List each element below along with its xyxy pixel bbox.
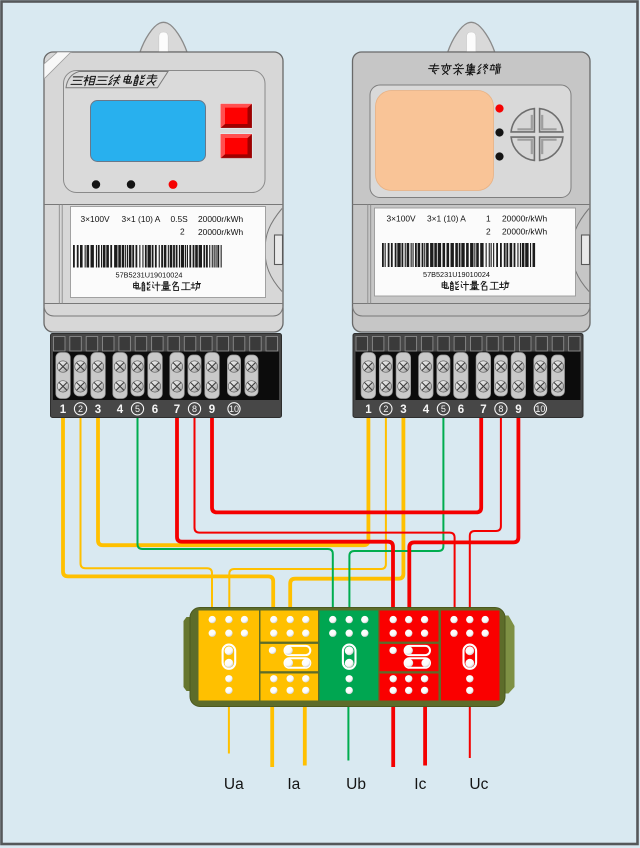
- svg-text:7: 7: [174, 404, 180, 416]
- svg-text:20000r/kWh: 20000r/kWh: [502, 227, 547, 237]
- svg-text:57B5231U19010024: 57B5231U19010024: [423, 270, 490, 279]
- svg-text:5: 5: [441, 404, 446, 414]
- svg-text:Uc: Uc: [469, 776, 488, 793]
- svg-text:1: 1: [60, 404, 67, 416]
- svg-text:3×100V: 3×100V: [81, 214, 111, 224]
- svg-text:10: 10: [535, 404, 545, 414]
- svg-text:8: 8: [498, 404, 503, 414]
- svg-text:10: 10: [229, 404, 239, 414]
- svg-text:Ua: Ua: [224, 776, 244, 793]
- svg-text:7: 7: [480, 404, 486, 416]
- svg-text:Ic: Ic: [414, 776, 426, 793]
- svg-text:20000r/kWh: 20000r/kWh: [198, 227, 243, 237]
- svg-text:0.5S: 0.5S: [171, 214, 189, 224]
- svg-text:6: 6: [152, 404, 158, 416]
- svg-text:3×100V: 3×100V: [387, 214, 417, 224]
- svg-text:3: 3: [95, 404, 101, 416]
- svg-text:57B5231U19010024: 57B5231U19010024: [116, 271, 183, 280]
- svg-text:6: 6: [458, 404, 464, 416]
- svg-text:20000r/kWh: 20000r/kWh: [502, 214, 547, 224]
- svg-text:20000r/kWh: 20000r/kWh: [198, 214, 243, 224]
- svg-text:3: 3: [400, 404, 406, 416]
- svg-text:4: 4: [423, 404, 430, 416]
- svg-text:2: 2: [78, 404, 83, 414]
- svg-text:2: 2: [383, 404, 388, 414]
- svg-text:1: 1: [486, 214, 491, 224]
- svg-text:9: 9: [209, 404, 215, 416]
- svg-text:Ub: Ub: [346, 776, 366, 793]
- svg-text:3×1 (10) A: 3×1 (10) A: [427, 214, 466, 224]
- svg-text:5: 5: [135, 404, 140, 414]
- svg-text:Ia: Ia: [287, 776, 300, 793]
- svg-text:2: 2: [486, 227, 491, 237]
- svg-text:9: 9: [515, 404, 521, 416]
- svg-text:8: 8: [192, 404, 197, 414]
- svg-text:4: 4: [117, 404, 124, 416]
- svg-text:3×1 (10) A: 3×1 (10) A: [122, 214, 161, 224]
- svg-text:2: 2: [180, 227, 185, 237]
- svg-text:1: 1: [365, 404, 372, 416]
